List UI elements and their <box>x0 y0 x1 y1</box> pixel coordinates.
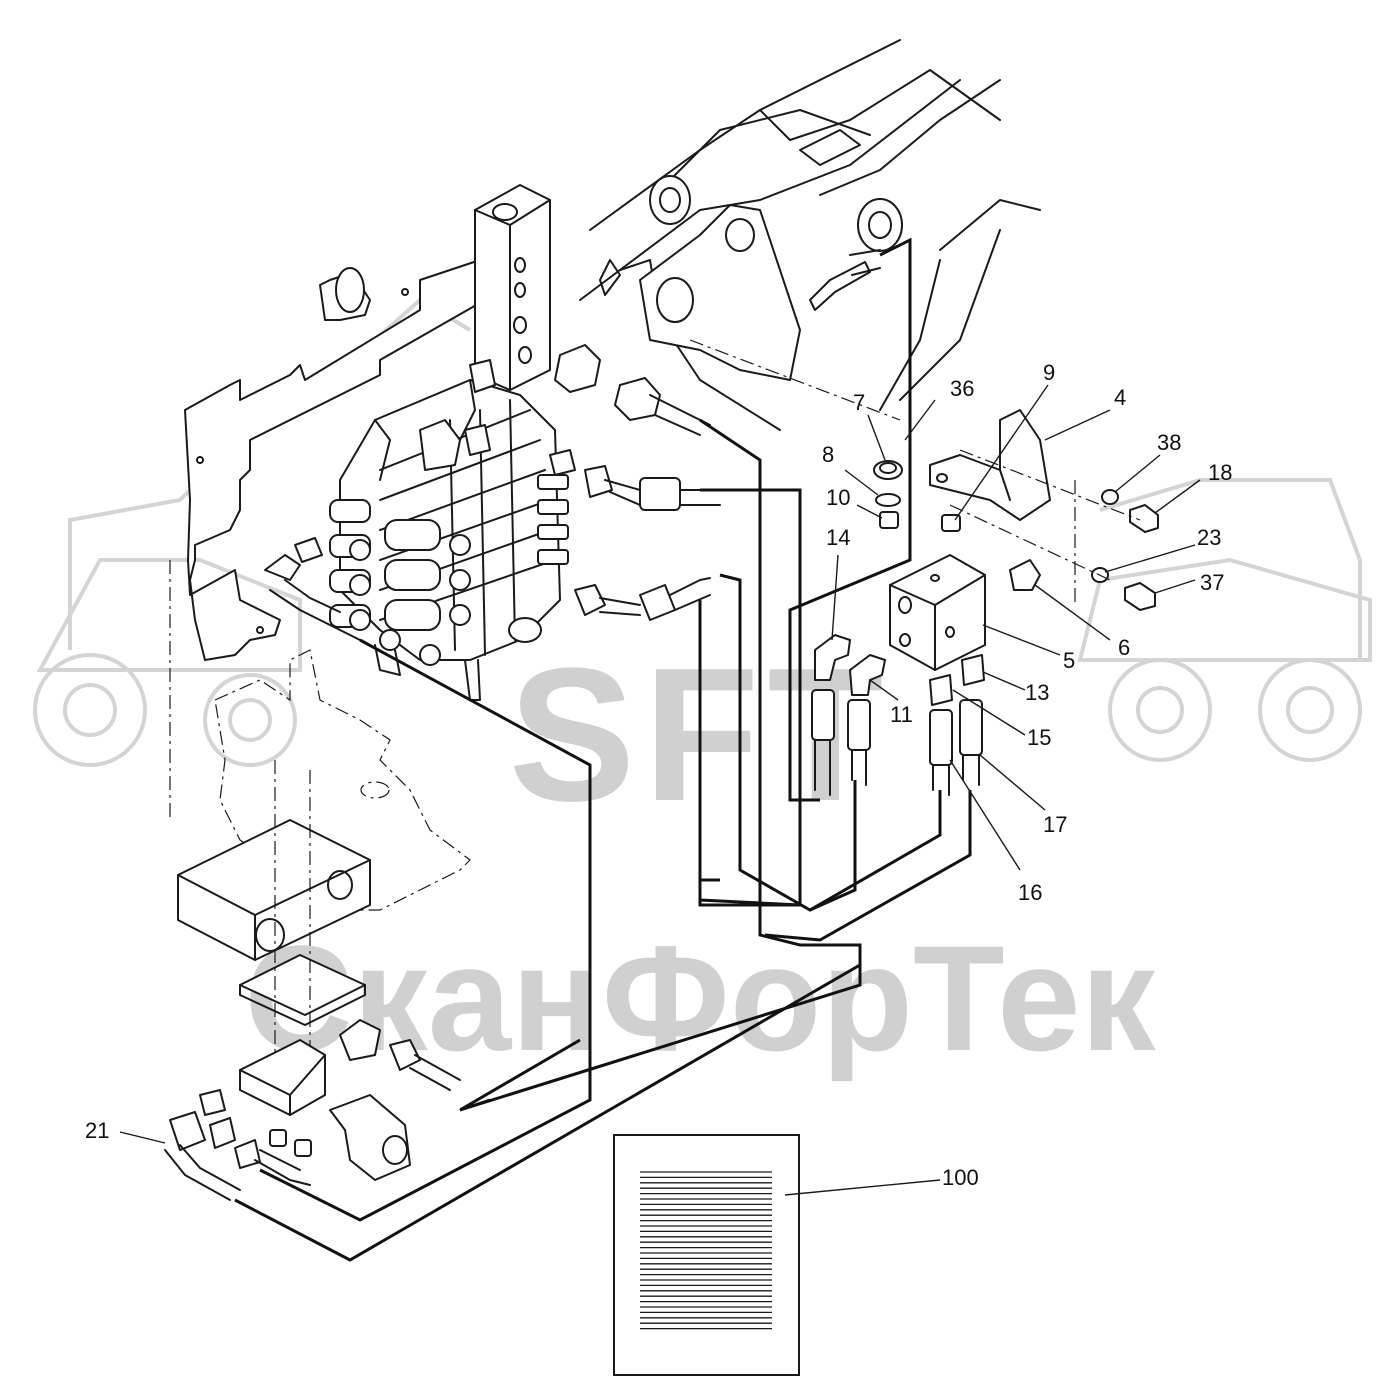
callout-15: 15 <box>1027 725 1051 750</box>
oring-8 <box>875 493 901 507</box>
hose-routes <box>234 237 972 1262</box>
elbow-11 <box>849 654 886 696</box>
callout-9: 9 <box>1043 360 1055 385</box>
fitting-13 <box>961 654 985 686</box>
callout-6: 6 <box>1118 635 1130 660</box>
hose-crimp-16 <box>929 709 953 766</box>
valve-end-cap <box>508 617 542 643</box>
callout-labels: 36 7 9 4 38 18 8 10 23 14 37 6 5 13 11 1… <box>85 360 1232 1190</box>
document-text-lines <box>640 1171 772 1330</box>
bolt-18 <box>1129 504 1159 533</box>
valve-levers <box>537 474 569 565</box>
bolt-37 <box>1124 582 1156 611</box>
callout-4: 4 <box>1114 385 1126 410</box>
loader-arm <box>579 39 1041 431</box>
callout-18: 18 <box>1208 460 1232 485</box>
watermark-tractor-right <box>1077 478 1372 762</box>
hose-crimp-1 <box>639 477 681 511</box>
callout-13: 13 <box>1025 680 1049 705</box>
callout-10: 10 <box>826 485 850 510</box>
callout-21: 23 <box>1197 525 1221 550</box>
fitting-port-2 <box>614 377 661 421</box>
hoses-upper <box>264 344 721 641</box>
lower-mounting-assembly <box>164 560 471 1201</box>
callout-17: 17 <box>1043 812 1067 837</box>
watermark: SFT СканФорТек <box>33 297 1372 1082</box>
control-valve <box>329 359 569 701</box>
solenoid-block <box>239 1039 326 1116</box>
bracket-4 <box>929 409 1051 521</box>
solenoid-valve <box>329 1094 411 1181</box>
valve-mounting-plate <box>184 259 486 661</box>
callout-16: 16 <box>1018 880 1042 905</box>
boom-bracket <box>639 204 801 381</box>
callout-14: 14 <box>826 525 850 550</box>
fitting-port-1 <box>554 344 601 393</box>
callout-23: 21 <box>85 1118 109 1143</box>
callout-38: 38 <box>1157 430 1181 455</box>
fitting-6 <box>1009 559 1041 591</box>
manifold-block <box>177 819 371 961</box>
callout-11: 11 <box>890 702 913 727</box>
callout-5: 5 <box>1063 648 1075 673</box>
washer-38 <box>1101 489 1119 505</box>
document-sheet-100 <box>613 1134 800 1376</box>
callout-36: 36 <box>950 376 974 401</box>
valve-spools <box>329 499 471 666</box>
leader-lines <box>119 384 1201 1196</box>
diverter-assembly <box>811 409 1159 796</box>
plug-10 <box>879 511 899 529</box>
callout-100: 100 <box>942 1165 979 1190</box>
fitting-15 <box>929 674 953 706</box>
hose-crimp-17 <box>959 699 983 756</box>
callout-8: 8 <box>822 442 834 467</box>
cylinder-fitting <box>809 261 871 311</box>
callout-37: 37 <box>1200 570 1224 595</box>
port-block <box>474 184 551 391</box>
callout-7: 7 <box>853 390 865 415</box>
diverter-block-5 <box>889 554 986 671</box>
elbow-14 <box>814 634 851 681</box>
